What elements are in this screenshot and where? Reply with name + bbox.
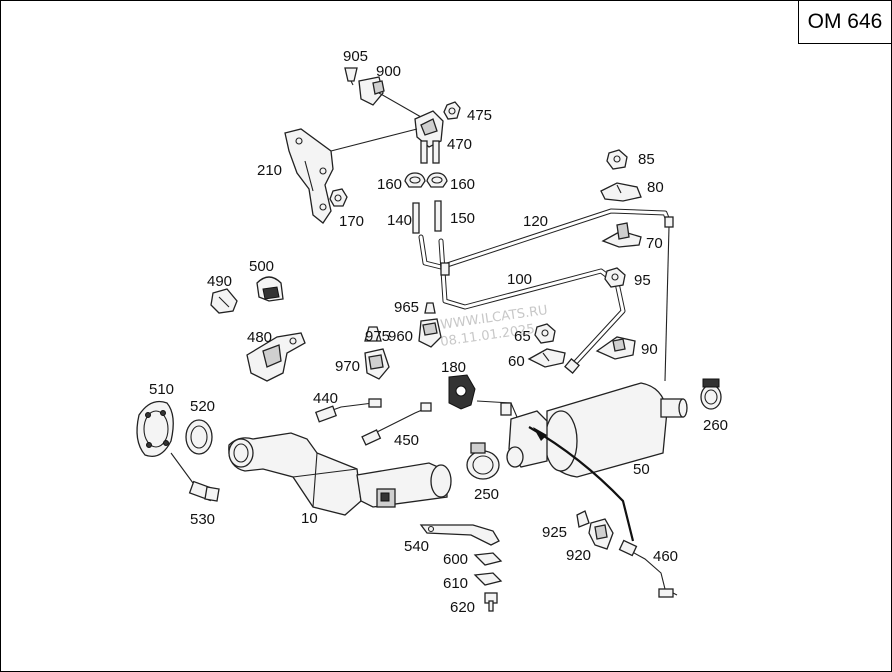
label-960: 960 <box>388 328 413 345</box>
label-90: 90 <box>641 341 658 358</box>
engine-code-box: OM 646 <box>798 1 891 44</box>
part-530-bolt[interactable] <box>188 480 220 502</box>
part-100-pipe[interactable] <box>438 238 626 374</box>
label-925: 925 <box>542 524 567 541</box>
part-10-particle-filter[interactable] <box>228 432 452 516</box>
part-500-holder[interactable] <box>256 276 284 302</box>
part-90-clip[interactable] <box>595 336 636 360</box>
label-460: 460 <box>653 548 678 565</box>
label-60: 60 <box>508 353 525 370</box>
part-540-bracket[interactable] <box>419 524 500 546</box>
part-905-cap[interactable] <box>344 67 358 86</box>
part-960-sensor-housing[interactable] <box>418 318 442 348</box>
label-440: 440 <box>313 390 338 407</box>
label-100: 100 <box>507 271 532 288</box>
part-965-cap[interactable] <box>424 302 436 314</box>
part-170-nut[interactable] <box>329 188 348 207</box>
part-160-clamp-right[interactable] <box>426 172 448 188</box>
part-150-hose[interactable] <box>434 200 442 232</box>
bracket-leader <box>330 128 418 152</box>
part-975-cap[interactable] <box>364 326 382 342</box>
part-80-clip[interactable] <box>600 182 642 202</box>
label-970: 970 <box>335 358 360 375</box>
label-120: 120 <box>523 213 548 230</box>
label-920: 920 <box>566 547 591 564</box>
label-250: 250 <box>474 486 499 503</box>
label-180: 180 <box>441 359 466 376</box>
part-160-clamp-left[interactable] <box>404 172 426 188</box>
label-610: 610 <box>443 575 468 592</box>
label-210: 210 <box>257 162 282 179</box>
label-140: 140 <box>387 212 412 229</box>
part-600-clamp[interactable] <box>473 552 503 566</box>
label-470: 470 <box>447 136 472 153</box>
label-70: 70 <box>646 235 663 252</box>
label-510: 510 <box>149 381 174 398</box>
part-50-muffler[interactable] <box>476 382 688 478</box>
part-65-nut[interactable] <box>534 323 556 344</box>
label-530: 530 <box>190 511 215 528</box>
part-970-sensor-housing[interactable] <box>364 348 390 380</box>
bolt-530-leader <box>170 452 194 484</box>
part-440-temp-sensor[interactable] <box>314 398 382 423</box>
label-500: 500 <box>249 258 274 275</box>
part-210-bracket[interactable] <box>284 128 334 224</box>
label-540: 540 <box>404 538 429 555</box>
label-160-right: 160 <box>450 176 475 193</box>
part-70-clip[interactable] <box>601 222 642 248</box>
pipe-120-leader <box>664 226 670 382</box>
part-520-gasket[interactable] <box>185 419 213 455</box>
label-80: 80 <box>647 179 664 196</box>
label-170: 170 <box>339 213 364 230</box>
label-50: 50 <box>633 461 650 478</box>
part-925-cap[interactable] <box>576 510 590 528</box>
label-905: 905 <box>343 48 368 65</box>
part-460-temp-sensor[interactable] <box>618 539 678 598</box>
label-95: 95 <box>634 272 651 289</box>
part-450-temp-sensor[interactable] <box>361 402 432 446</box>
part-610-clamp[interactable] <box>473 572 503 586</box>
cable-arrow <box>533 427 547 441</box>
label-475: 475 <box>467 107 492 124</box>
part-85-nut[interactable] <box>606 149 628 170</box>
label-900: 900 <box>376 63 401 80</box>
label-490: 490 <box>207 273 232 290</box>
part-900-sensor[interactable] <box>358 76 422 118</box>
part-470-sensor-housing[interactable] <box>414 110 444 164</box>
part-475-nut[interactable] <box>443 101 461 120</box>
label-150: 150 <box>450 210 475 227</box>
label-85: 85 <box>638 151 655 168</box>
label-65: 65 <box>514 328 531 345</box>
label-450: 450 <box>394 432 419 449</box>
part-60-clip[interactable] <box>527 348 566 368</box>
part-95-nut[interactable] <box>604 267 626 288</box>
label-620: 620 <box>450 599 475 616</box>
label-600: 600 <box>443 551 468 568</box>
label-260: 260 <box>703 417 728 434</box>
label-480: 480 <box>247 329 272 346</box>
part-510-flange[interactable] <box>136 400 174 458</box>
part-140-hose[interactable] <box>412 202 420 234</box>
label-975: 975 <box>365 328 390 345</box>
part-920-sensor-housing[interactable] <box>588 518 614 550</box>
part-490-clip[interactable] <box>210 288 238 314</box>
label-10: 10 <box>301 510 318 527</box>
part-620-bolt[interactable] <box>484 592 498 612</box>
label-965: 965 <box>394 299 419 316</box>
part-250-clamp[interactable] <box>466 442 500 480</box>
part-480-bracket[interactable] <box>246 332 306 382</box>
label-520: 520 <box>190 398 215 415</box>
part-260-clamp[interactable] <box>700 378 722 410</box>
label-160-left: 160 <box>377 176 402 193</box>
part-180-mount[interactable] <box>448 374 476 410</box>
